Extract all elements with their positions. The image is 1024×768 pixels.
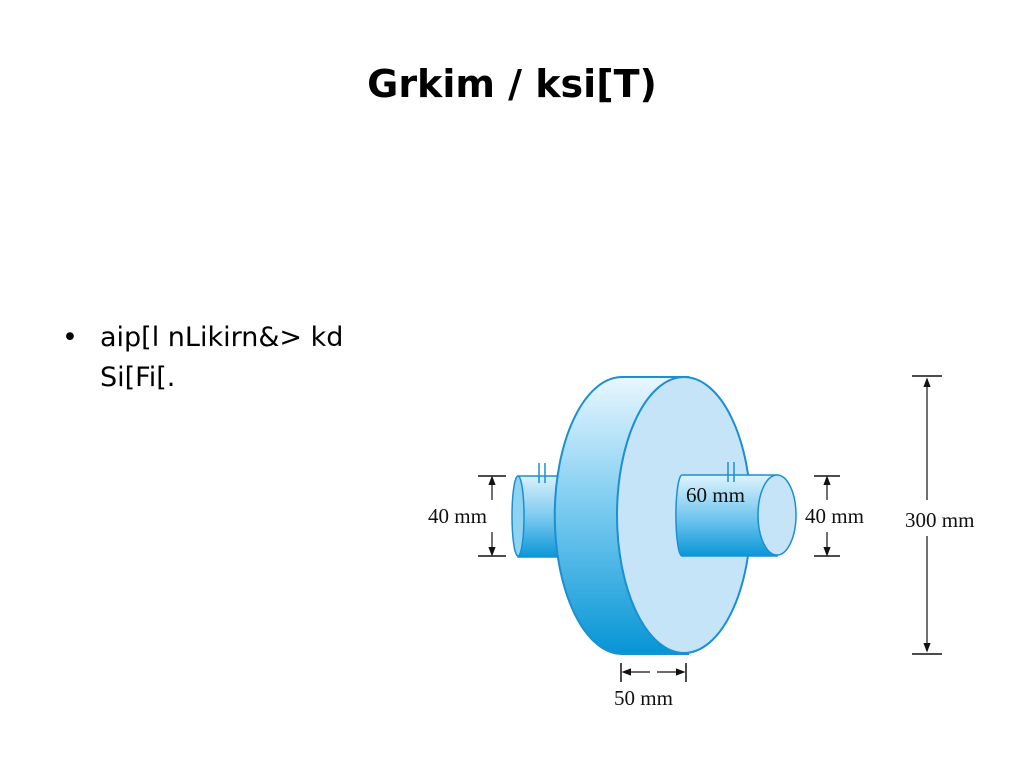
dim-left-shaft-diameter: 40 mm: [428, 475, 506, 557]
label-disk-diameter: 300 mm: [905, 508, 974, 532]
bullet-text: aip[l nLikirn&> kd Si[Fi[.: [100, 318, 343, 398]
label-right-shaft-length: 60 mm: [686, 483, 745, 507]
right-shaft: [675, 462, 797, 557]
dim-disk-diameter: 300 mm: [905, 375, 974, 655]
bullet-dot: •: [62, 322, 78, 353]
slide-title: Grkim / ksi[T): [367, 62, 657, 106]
label-disk-thickness: 50 mm: [614, 686, 673, 710]
label-right-shaft-diameter: 40 mm: [805, 504, 864, 528]
bullet-line-2: Si[Fi[.: [100, 362, 176, 393]
dim-disk-thickness: 50 mm: [614, 663, 687, 710]
dim-right-shaft-diameter: 40 mm: [805, 475, 864, 557]
bullet-line-1: aip[l nLikirn&> kd: [100, 322, 344, 353]
label-left-shaft-diameter: 40 mm: [428, 504, 487, 528]
